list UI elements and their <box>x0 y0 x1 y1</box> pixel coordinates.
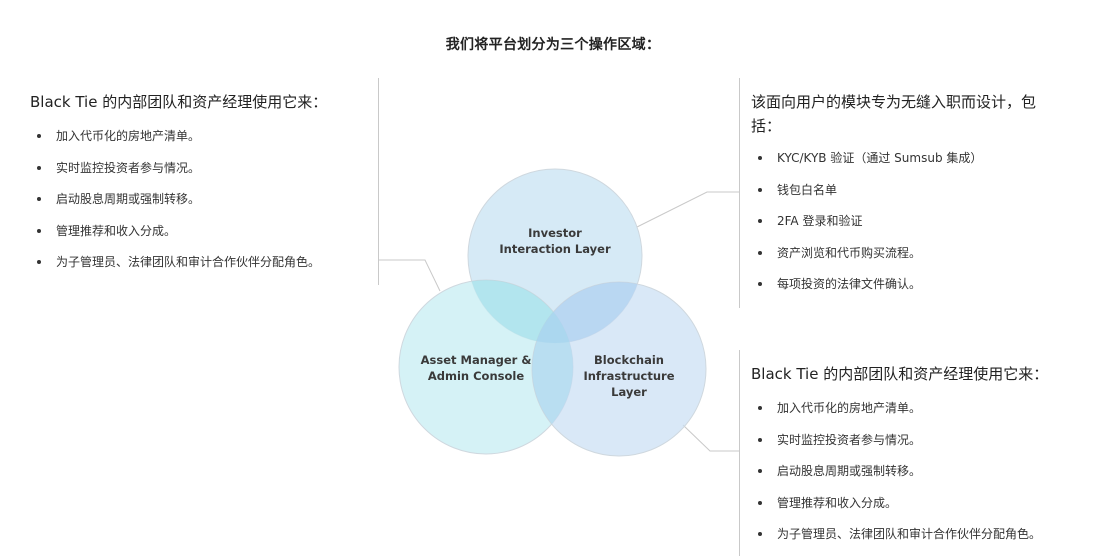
panel-heading: Black Tie 的内部团队和资产经理使用它来： <box>751 365 1049 383</box>
overlap-investor-chain <box>532 282 642 343</box>
right-bottom-divider <box>739 350 740 556</box>
list-item: 启动股息周期或强制转移。 <box>30 191 370 223</box>
asset-manager-label-line2: Admin Console <box>428 369 524 383</box>
list-item-text: 为子管理员、法律团队和审计合作伙伴分配角色。 <box>777 527 1042 542</box>
list-item-text: 加入代币化的房地产清单。 <box>56 129 201 143</box>
list-item: 管理推荐和收入分成。 <box>751 495 1091 527</box>
list-item-text: KYC/KYB 验证（通过 Sumsub 集成） <box>777 151 983 165</box>
list-item: 2FA 登录和验证 <box>751 213 1071 245</box>
list-item-text: 启动股息周期或强制转移。 <box>777 464 922 479</box>
bullet-icon <box>758 250 762 255</box>
list-item-text: 资产浏览和代币购买流程。 <box>777 245 922 260</box>
list-item-text: 钱包白名单 <box>777 182 838 197</box>
list-item: 管理推荐和收入分成。 <box>30 223 370 255</box>
blockchain-label-line2: Infrastructure <box>583 369 674 383</box>
feature-list: 加入代币化的房地产清单。 实时监控投资者参与情况。 启动股息周期或强制转移。 管… <box>30 128 370 286</box>
list-item-text: 为子管理员、法律团队和审计合作伙伴分配角色。 <box>56 255 321 270</box>
investor-label-line2: Interaction Layer <box>499 242 611 256</box>
list-item-text: 实时监控投资者参与情况。 <box>777 432 922 447</box>
bullet-icon <box>758 219 762 224</box>
list-item: 实时监控投资者参与情况。 <box>30 160 370 192</box>
investor-panel: 该面向用户的模块专为无缝入职而设计，包 括： KYC/KYB 验证（通过 Sum… <box>751 90 1071 308</box>
list-item: 钱包白名单 <box>751 182 1071 214</box>
connector-line-right-bottom <box>682 424 739 452</box>
blockchain-label-line3: Layer <box>611 385 647 399</box>
bullet-icon <box>37 260 41 265</box>
panel-heading: Black Tie 的内部团队和资产经理使用它来： <box>30 93 328 111</box>
list-item-text: 实时监控投资者参与情况。 <box>56 160 201 175</box>
bullet-icon <box>37 197 41 202</box>
blockchain-panel: Black Tie 的内部团队和资产经理使用它来： 加入代币化的房地产清单。 实… <box>751 362 1091 558</box>
connector-line-right-top <box>636 191 739 228</box>
list-item: 资产浏览和代币购买流程。 <box>751 245 1071 277</box>
bullet-icon <box>758 437 762 442</box>
bullet-icon <box>758 469 762 474</box>
panel-heading: 该面向用户的模块专为无缝入职而设计，包 括： <box>751 90 1071 138</box>
list-item-text: 启动股息周期或强制转移。 <box>56 192 201 207</box>
bullet-icon <box>37 165 41 170</box>
list-item-text: 加入代币化的房地产清单。 <box>777 401 922 415</box>
bullet-icon <box>758 156 762 160</box>
feature-list: KYC/KYB 验证（通过 Sumsub 集成） 钱包白名单 2FA 登录和验证… <box>751 150 1071 308</box>
overlap-investor-asset <box>468 280 573 343</box>
connector-line-left <box>378 259 441 292</box>
left-divider <box>378 78 379 285</box>
bullet-icon <box>758 406 762 410</box>
bullet-icon <box>758 532 762 537</box>
bullet-icon <box>37 134 41 138</box>
list-item: 启动股息周期或强制转移。 <box>751 463 1091 495</box>
list-item: 每项投资的法律文件确认。 <box>751 276 1071 308</box>
panel-heading-line: 该面向用户的模块专为无缝入职而设计，包 <box>751 93 1037 111</box>
asset-manager-label-line1: Asset Manager & <box>421 353 532 367</box>
list-item-text: 管理推荐和收入分成。 <box>56 223 177 238</box>
list-item: 加入代币化的房地产清单。 <box>751 400 1091 432</box>
page-title: 我们将平台划分为三个操作区域： <box>445 37 661 53</box>
bullet-icon <box>758 187 762 192</box>
list-item: 实时监控投资者参与情况。 <box>751 432 1091 464</box>
right-top-divider <box>739 78 740 308</box>
list-item: 为子管理员、法律团队和审计合作伙伴分配角色。 <box>30 254 370 286</box>
list-item: KYC/KYB 验证（通过 Sumsub 集成） <box>751 150 1071 182</box>
list-item-text: 2FA 登录和验证 <box>777 214 863 229</box>
panel-heading-line: 括： <box>751 117 782 135</box>
blockchain-label-line1: Blockchain <box>594 353 664 367</box>
list-item-text: 管理推荐和收入分成。 <box>777 495 898 510</box>
investor-label-line1: Investor <box>528 226 582 240</box>
list-item: 为子管理员、法律团队和审计合作伙伴分配角色。 <box>751 526 1091 558</box>
asset-manager-panel: Black Tie 的内部团队和资产经理使用它来： 加入代币化的房地产清单。 实… <box>30 90 370 286</box>
bullet-icon <box>37 228 41 233</box>
bullet-icon <box>758 282 762 287</box>
bullet-icon <box>758 500 762 505</box>
feature-list: 加入代币化的房地产清单。 实时监控投资者参与情况。 启动股息周期或强制转移。 管… <box>751 400 1091 558</box>
list-item: 加入代币化的房地产清单。 <box>30 128 370 160</box>
list-item-text: 每项投资的法律文件确认。 <box>777 277 922 292</box>
